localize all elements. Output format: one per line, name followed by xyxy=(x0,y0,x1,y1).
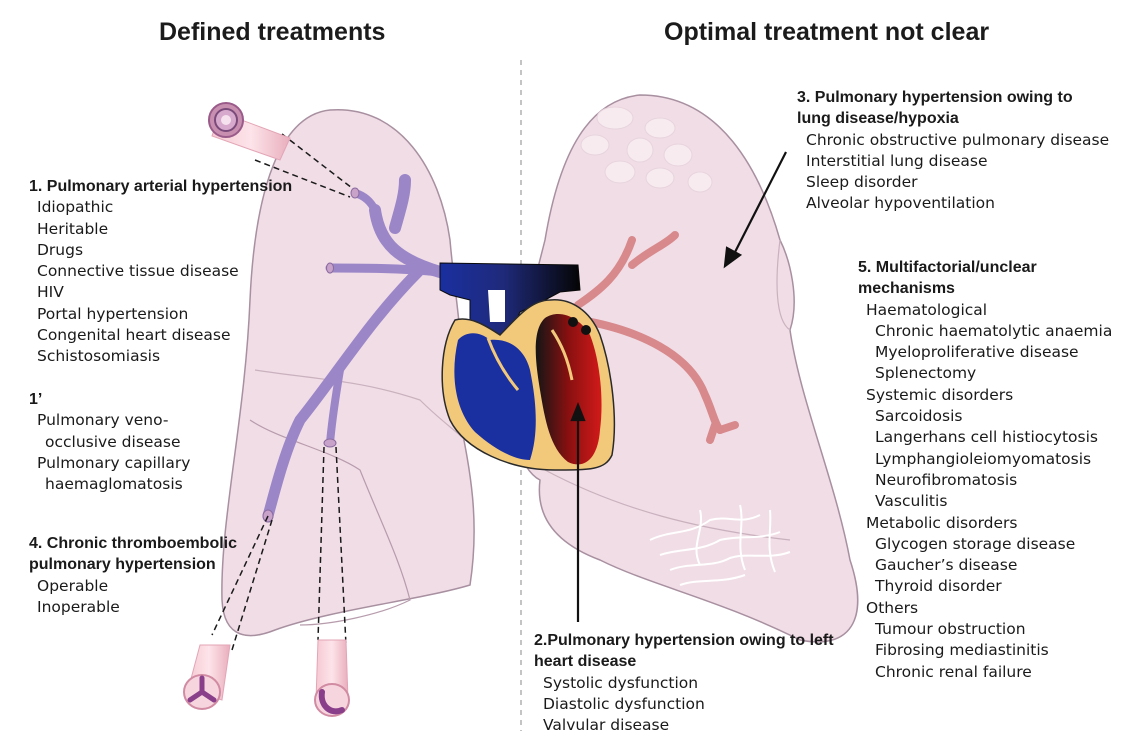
group1p-item: Pulmonary capillary xyxy=(37,453,190,474)
group2-block: 2.Pulmonary hypertension owing to left h… xyxy=(534,630,834,736)
group1p-block: 1’ Pulmonary veno- occlusive disease Pul… xyxy=(29,389,190,495)
group1-items: Idiopathic Heritable Drugs Connective ti… xyxy=(29,197,292,367)
group1-item: Drugs xyxy=(37,240,292,261)
group5-item: Myeloproliferative disease xyxy=(875,342,1112,363)
group1-item: Portal hypertension xyxy=(37,304,292,325)
header-optimal-treatment-not-clear: Optimal treatment not clear xyxy=(664,18,989,47)
group3-block: 3. Pulmonary hypertension owing to lung … xyxy=(797,87,1109,215)
vessel-tube-bottom-left xyxy=(184,645,230,709)
vessel-tube-bottom-right xyxy=(315,640,349,716)
group4-item: Operable xyxy=(37,576,237,597)
group3-title-line2: lung disease/hypoxia xyxy=(797,108,1109,129)
group4-block: 4. Chronic thromboembolic pulmonary hype… xyxy=(29,533,237,618)
group1p-item: Pulmonary veno- xyxy=(37,410,190,431)
group5-category: Metabolic disorders xyxy=(866,513,1112,534)
group1p-title: 1’ xyxy=(29,389,190,410)
group5-item: Sarcoidosis xyxy=(875,406,1112,427)
group4-title-line1: 4. Chronic thromboembolic xyxy=(29,533,237,554)
group5-category: Systemic disorders xyxy=(866,385,1112,406)
group5-item: Chronic renal failure xyxy=(875,662,1112,683)
group5-block: 5. Multifactorial/unclear mechanisms Hae… xyxy=(858,257,1112,683)
group1-title: 1. Pulmonary arterial hypertension xyxy=(29,176,292,197)
group5-item: Tumour obstruction xyxy=(875,619,1112,640)
group5-category: Haematological xyxy=(866,300,1112,321)
heart-white-gap xyxy=(488,290,505,322)
group5-item: Glycogen storage disease xyxy=(875,534,1112,555)
group1-item: Idiopathic xyxy=(37,197,292,218)
group1-item: Congenital heart disease xyxy=(37,325,292,346)
group1-item: Connective tissue disease xyxy=(37,261,292,282)
group4-title-line2: pulmonary hypertension xyxy=(29,554,237,575)
group1p-item: occlusive disease xyxy=(37,432,190,453)
group5-item: Fibrosing mediastinitis xyxy=(875,640,1112,661)
group5-item: Neurofibromatosis xyxy=(875,470,1112,491)
group1-item: Schistosomiasis xyxy=(37,346,292,367)
group3-item: Alveolar hypoventilation xyxy=(806,193,1109,214)
group3-title-line1: 3. Pulmonary hypertension owing to xyxy=(797,87,1109,108)
group3-item: Sleep disorder xyxy=(806,172,1109,193)
group4-item: Inoperable xyxy=(37,597,237,618)
group3-item: Chronic obstructive pulmonary disease xyxy=(806,130,1109,151)
group5-item: Chronic haematolytic anaemia xyxy=(875,321,1112,342)
group1-item: HIV xyxy=(37,282,292,303)
group5-item: Gaucher’s disease xyxy=(875,555,1112,576)
group5-item: Lymphangioleiomyomatosis xyxy=(875,449,1112,470)
group2-item: Diastolic dysfunction xyxy=(543,694,834,715)
vessel-tube-top xyxy=(209,103,290,160)
group3-item: Interstitial lung disease xyxy=(806,151,1109,172)
group5-item: Thyroid disorder xyxy=(875,576,1112,597)
group5-item: Langerhans cell histiocytosis xyxy=(875,427,1112,448)
group1-block: 1. Pulmonary arterial hypertension Idiop… xyxy=(29,176,292,368)
group2-title-line2: heart disease xyxy=(534,651,834,672)
group2-item: Systolic dysfunction xyxy=(543,673,834,694)
group5-category: Others xyxy=(866,598,1112,619)
group5-item: Vasculitis xyxy=(875,491,1112,512)
group5-title-line1: 5. Multifactorial/unclear xyxy=(858,257,1112,278)
header-defined-treatments: Defined treatments xyxy=(159,18,385,47)
group5-item: Splenectomy xyxy=(875,363,1112,384)
group1p-item: haemaglomatosis xyxy=(37,474,190,495)
group2-item: Valvular disease xyxy=(543,715,834,736)
group5-title-line2: mechanisms xyxy=(858,278,1112,299)
group1-item: Heritable xyxy=(37,219,292,240)
group2-title-line1: 2.Pulmonary hypertension owing to left xyxy=(534,630,834,651)
